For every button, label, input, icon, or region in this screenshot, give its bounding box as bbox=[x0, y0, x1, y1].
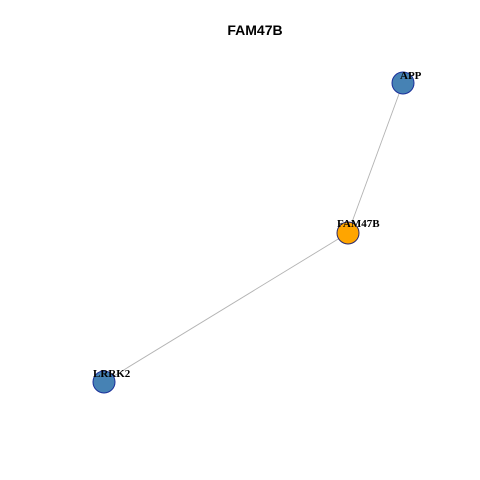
node-circle-app bbox=[391, 71, 415, 95]
edge-fam47b-lrrk2 bbox=[103, 232, 349, 383]
node-circle-lrrk2 bbox=[92, 370, 116, 394]
node-label-fam47b: FAM47B bbox=[337, 218, 380, 230]
node-label-lrrk2: LRRK2 bbox=[93, 368, 131, 380]
edge-layer bbox=[103, 82, 404, 383]
node-layer: APP FAM47B LRRK2 bbox=[92, 70, 422, 394]
node-app: APP bbox=[391, 70, 422, 95]
node-lrrk2: LRRK2 bbox=[92, 368, 131, 394]
graph-title: FAM47B bbox=[227, 22, 282, 38]
node-fam47b: FAM47B bbox=[336, 218, 380, 245]
edge-app-fam47b bbox=[347, 82, 404, 234]
node-circle-fam47b bbox=[336, 221, 360, 245]
node-label-app: APP bbox=[400, 70, 422, 82]
